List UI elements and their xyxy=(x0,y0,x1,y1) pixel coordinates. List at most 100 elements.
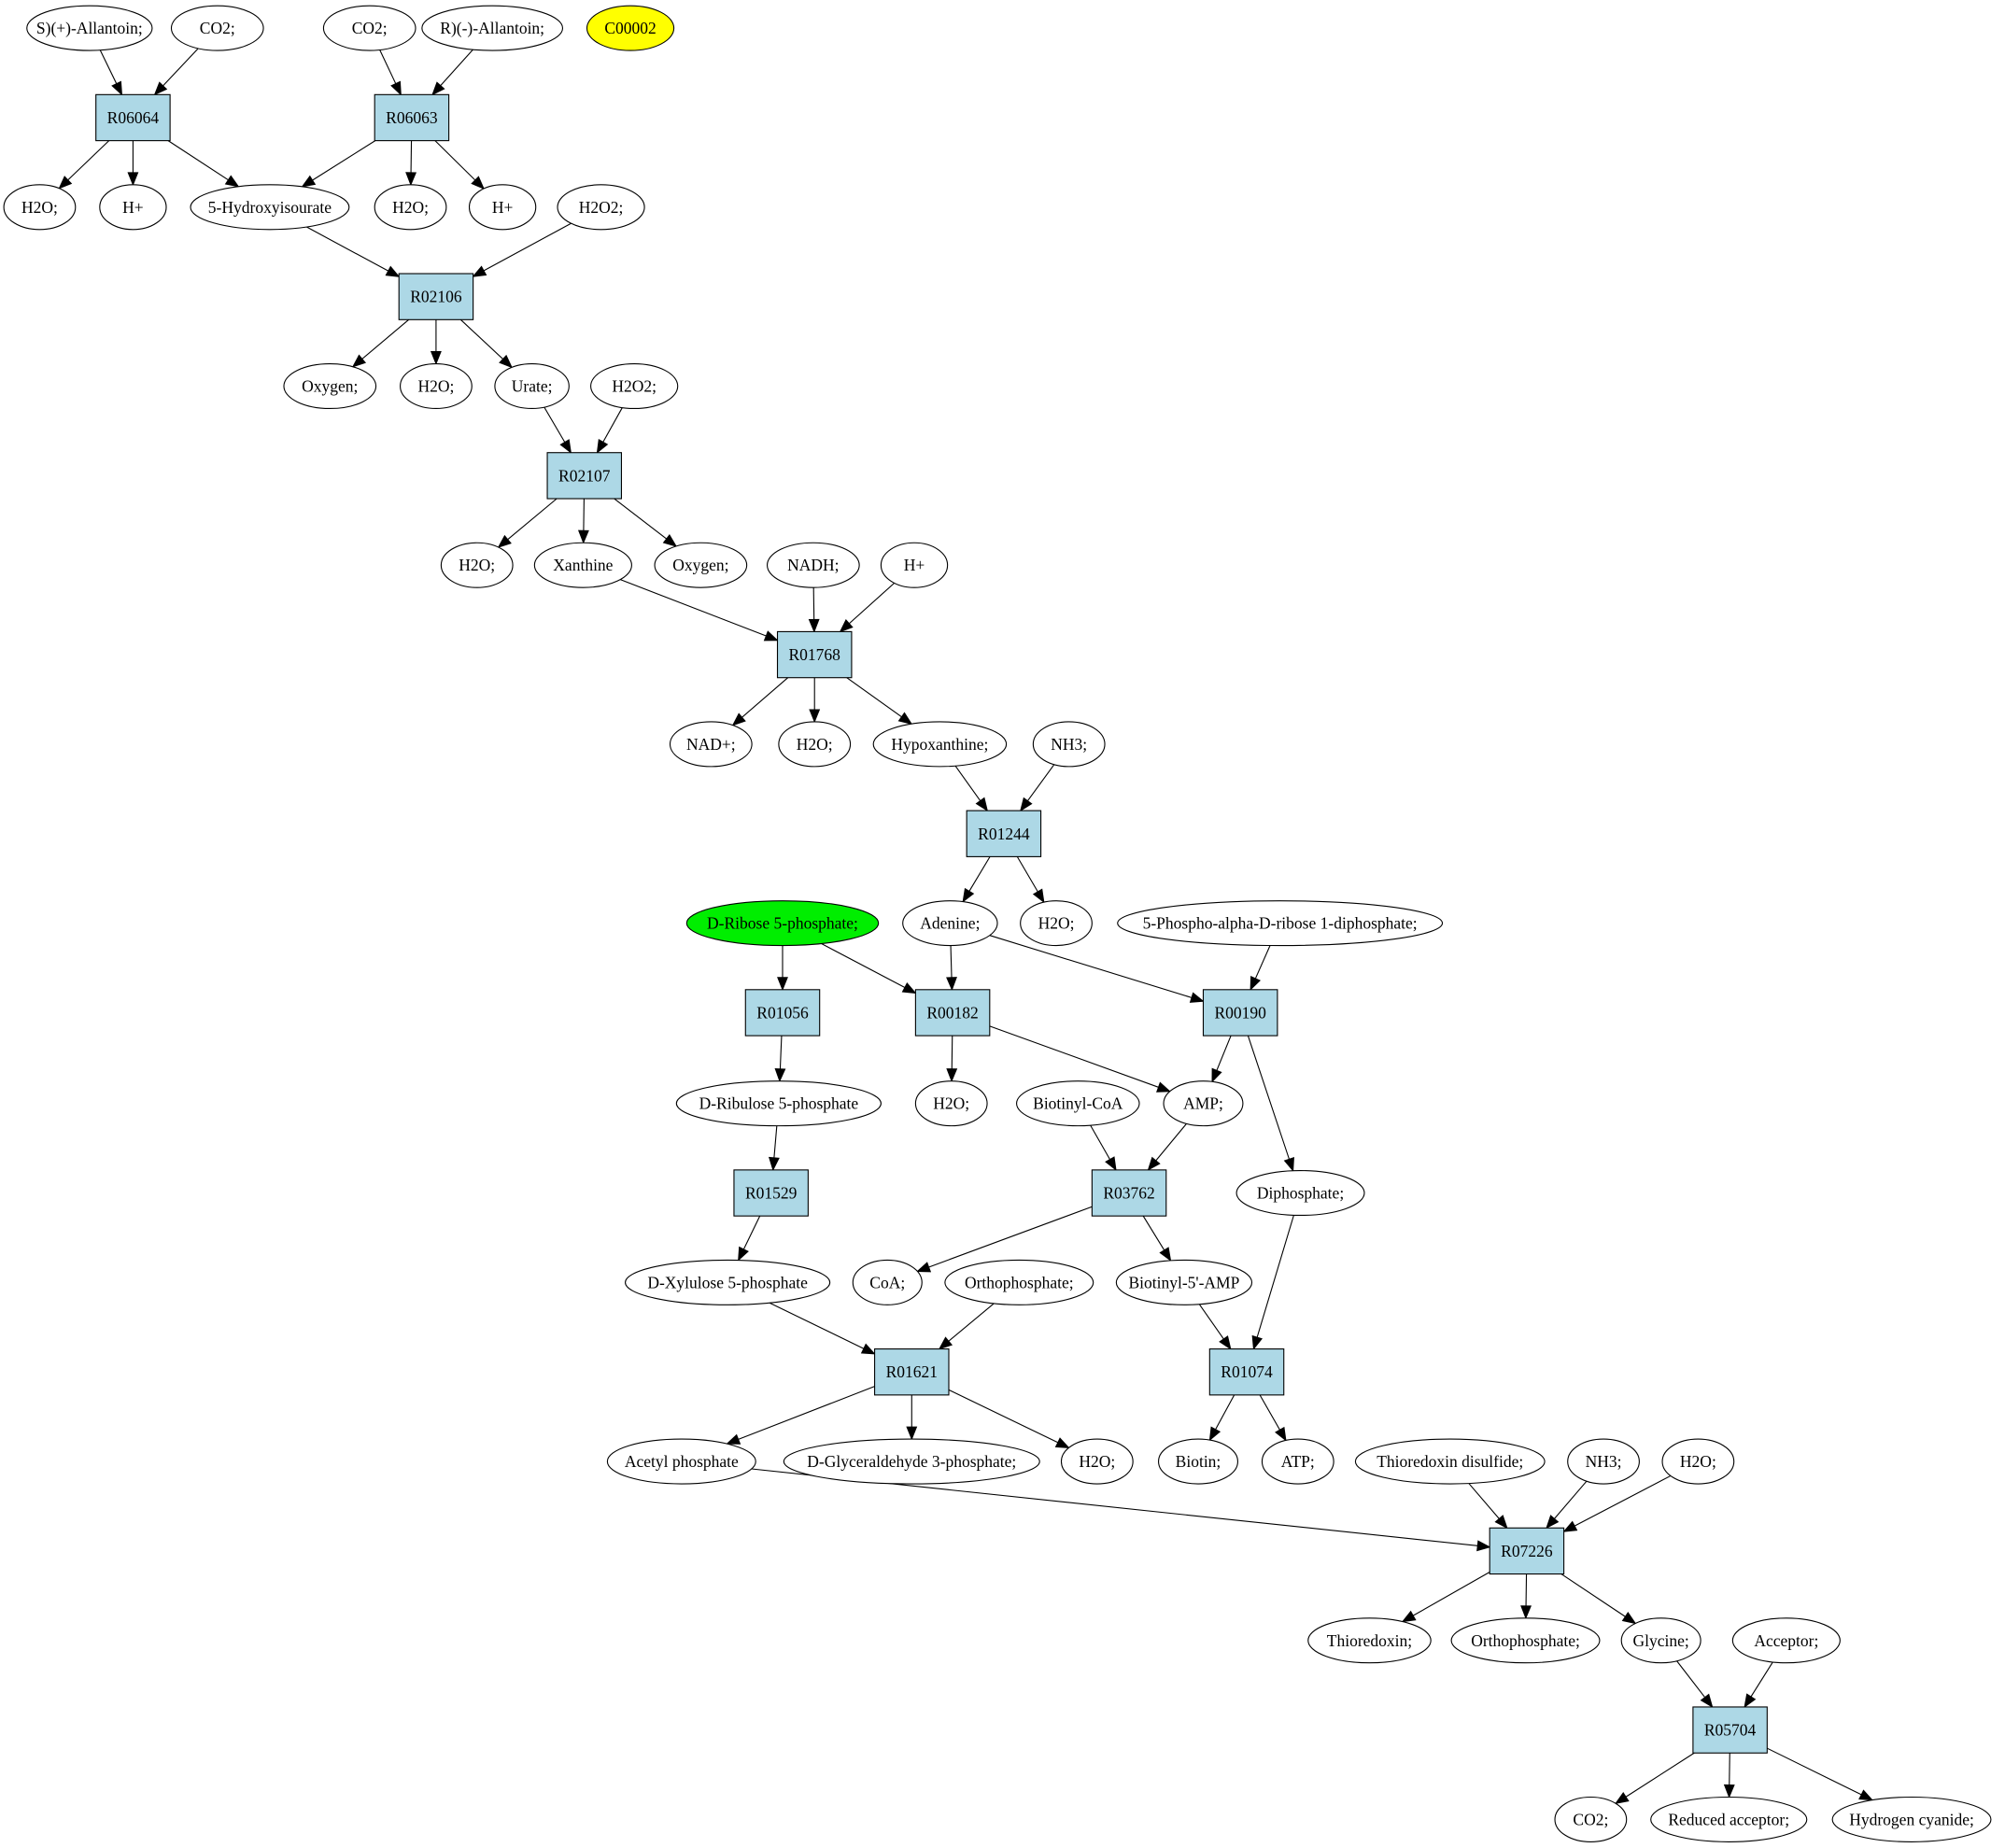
compound-node-hplus_a[interactable]: H+ xyxy=(99,184,167,231)
compound-node-nh3_a[interactable]: NH3; xyxy=(1032,721,1106,768)
reaction-node-r00182[interactable]: R00182 xyxy=(914,989,991,1037)
compound-node-h2o_h[interactable]: H2O; xyxy=(1060,1438,1134,1485)
edge-r01074-to-biotin xyxy=(1208,1394,1235,1442)
compound-node-ribose5p[interactable]: D-Ribose 5-phosphate; xyxy=(685,900,880,947)
compound-ellipse xyxy=(494,363,570,410)
edge-r00182-to-amp xyxy=(989,1025,1172,1093)
compound-node-hplus_b[interactable]: H+ xyxy=(468,184,537,231)
edge-r06064-to-h2o_a xyxy=(58,140,110,190)
compound-node-h2o_f[interactable]: H2O; xyxy=(1020,900,1093,947)
compound-node-xylulose5p[interactable]: D-Xylulose 5-phosphate xyxy=(625,1259,831,1305)
compound-ellipse xyxy=(400,363,473,410)
compound-node-h2o_i[interactable]: H2O; xyxy=(1661,1438,1735,1485)
compound-node-adenine[interactable]: Adenine; xyxy=(902,900,998,947)
compound-node-co2_b[interactable]: CO2; xyxy=(322,5,417,51)
reaction-node-r07226[interactable]: R07226 xyxy=(1489,1527,1565,1575)
compound-node-nh3_b[interactable]: NH3; xyxy=(1567,1438,1640,1485)
reaction-node-r03762[interactable]: R03762 xyxy=(1091,1169,1167,1217)
compound-node-ribulose5p[interactable]: D-Ribulose 5-phosphate xyxy=(675,1080,882,1127)
compound-node-h2o2_b[interactable]: H2O2; xyxy=(590,363,679,410)
compound-ellipse xyxy=(99,184,167,231)
reaction-label: R01056 xyxy=(756,1003,809,1022)
compound-node-nadh[interactable]: NADH; xyxy=(767,542,860,588)
compound-node-glycine[interactable]: Glycine; xyxy=(1620,1617,1701,1664)
reaction-node-r01529[interactable]: R01529 xyxy=(733,1169,809,1217)
edge-r01621-to-acetylphosphate xyxy=(726,1386,875,1445)
compound-ellipse xyxy=(767,542,860,588)
reaction-node-r02106[interactable]: R02106 xyxy=(398,273,474,320)
compound-node-thioredoxin[interactable]: Thioredoxin; xyxy=(1307,1617,1432,1664)
compound-node-reduced_acceptor[interactable]: Reduced acceptor; xyxy=(1650,1796,1808,1842)
compound-label: Thioredoxin; xyxy=(1327,1631,1412,1650)
compound-label: D-Glyceraldehyde 3-phosphate; xyxy=(807,1452,1016,1471)
reaction-node-r00190[interactable]: R00190 xyxy=(1202,989,1278,1037)
compound-node-thioredoxin_disulfide[interactable]: Thioredoxin disulfide; xyxy=(1354,1438,1546,1485)
compound-node-r_allantoin[interactable]: R)(-)-Allantoin; xyxy=(421,5,564,51)
compound-node-biotinyl_amp[interactable]: Biotinyl-5'-AMP xyxy=(1115,1259,1253,1305)
compound-ellipse xyxy=(374,184,447,231)
compound-ellipse xyxy=(557,184,645,231)
edge-ribulose5p-to-r01529 xyxy=(769,1125,780,1172)
compound-label: Urate; xyxy=(512,377,553,396)
compound-node-diphosphate[interactable]: Diphosphate; xyxy=(1235,1170,1365,1217)
reaction-node-r05704[interactable]: R05704 xyxy=(1692,1706,1768,1754)
compound-node-orthophosphate_b[interactable]: Orthophosphate; xyxy=(1450,1617,1601,1664)
compound-node-amp[interactable]: AMP; xyxy=(1163,1080,1244,1127)
compound-node-hydroxyisourate[interactable]: 5-Hydroxyisourate xyxy=(190,184,350,231)
compound-node-hypoxanthine[interactable]: Hypoxanthine; xyxy=(872,721,1008,768)
reaction-node-r01056[interactable]: R01056 xyxy=(744,989,821,1037)
compound-node-oxygen_b[interactable]: Oxygen; xyxy=(654,542,748,588)
edge-ribose5p-to-r01056 xyxy=(777,945,788,992)
reaction-node-r01768[interactable]: R01768 xyxy=(776,630,853,679)
compound-node-oxygen_a[interactable]: Oxygen; xyxy=(283,363,377,410)
compound-node-h2o_c[interactable]: H2O; xyxy=(400,363,473,410)
compound-label: H2O; xyxy=(459,556,495,574)
compound-node-s_allantoin[interactable]: S)(+)-Allantoin; xyxy=(26,5,153,51)
compound-node-h2o_d[interactable]: H2O; xyxy=(440,542,514,588)
reaction-node-r02107[interactable]: R02107 xyxy=(546,452,623,500)
compound-node-h2o2_a[interactable]: H2O2; xyxy=(557,184,645,231)
compound-node-hplus_c[interactable]: H+ xyxy=(880,542,949,588)
compound-node-h2o_a[interactable]: H2O; xyxy=(3,184,77,231)
edge-r01529-to-xylulose5p xyxy=(738,1215,761,1262)
compound-node-biotinylcoa[interactable]: Biotinyl-CoA xyxy=(1016,1080,1140,1127)
compound-node-h2o_b[interactable]: H2O; xyxy=(374,184,447,231)
edge-r01621-to-h2o_h xyxy=(948,1389,1070,1449)
compound-node-atp[interactable]: ATP; xyxy=(1261,1438,1334,1485)
edge-r02106-to-oxygen_a xyxy=(351,318,410,368)
compound-node-biotin[interactable]: Biotin; xyxy=(1157,1438,1238,1485)
compound-node-urate[interactable]: Urate; xyxy=(494,363,570,410)
reaction-node-r01244[interactable]: R01244 xyxy=(966,810,1042,857)
compound-label: AMP; xyxy=(1183,1094,1223,1113)
compound-node-prpp[interactable]: 5-Phospho-alpha-D-ribose 1-diphosphate; xyxy=(1117,900,1444,947)
compound-node-nadplus[interactable]: NAD+; xyxy=(669,721,753,768)
reaction-node-r06064[interactable]: R06064 xyxy=(95,93,171,142)
edge-hypoxanthine-to-r01244 xyxy=(954,765,989,812)
compound-node-h2o_g[interactable]: H2O; xyxy=(914,1080,988,1127)
compound-node-coa[interactable]: CoA; xyxy=(852,1259,923,1305)
compound-node-xanthine[interactable]: Xanthine xyxy=(533,542,632,588)
compound-node-h2o_e[interactable]: H2O; xyxy=(778,721,852,768)
compound-ellipse xyxy=(685,900,880,947)
reaction-box xyxy=(776,630,853,679)
compound-node-acetylphosphate[interactable]: Acetyl phosphate xyxy=(606,1438,756,1485)
compound-label: Orthophosphate; xyxy=(1471,1631,1580,1650)
edge-r01621-to-g3p xyxy=(906,1394,918,1441)
compound-label: H2O2; xyxy=(612,377,657,396)
compound-node-co2_a[interactable]: CO2; xyxy=(170,5,264,51)
edge-r03762-to-biotinyl_amp xyxy=(1142,1215,1172,1263)
reaction-node-r01074[interactable]: R01074 xyxy=(1208,1348,1285,1396)
reaction-node-r06063[interactable]: R06063 xyxy=(374,93,450,142)
compound-node-hcn[interactable]: Hydrogen cyanide; xyxy=(1831,1796,1992,1842)
edge-r06063-to-hydroxyisourate xyxy=(301,140,376,188)
compound-node-co2_c[interactable]: CO2; xyxy=(1554,1796,1628,1842)
compound-node-orthophosphate_a[interactable]: Orthophosphate; xyxy=(944,1259,1094,1305)
compound-label: S)(+)-Allantoin; xyxy=(36,19,143,37)
compound-node-acceptor[interactable]: Acceptor; xyxy=(1731,1617,1841,1664)
compound-node-c00002[interactable]: C00002 xyxy=(586,5,675,51)
reaction-node-r01621[interactable]: R01621 xyxy=(874,1348,950,1396)
edge-r05704-to-co2_c xyxy=(1614,1752,1695,1805)
edge-r00190-to-diphosphate xyxy=(1247,1035,1294,1172)
compound-node-g3p[interactable]: D-Glyceraldehyde 3-phosphate; xyxy=(783,1438,1040,1485)
compound-label: H2O; xyxy=(1680,1452,1716,1471)
